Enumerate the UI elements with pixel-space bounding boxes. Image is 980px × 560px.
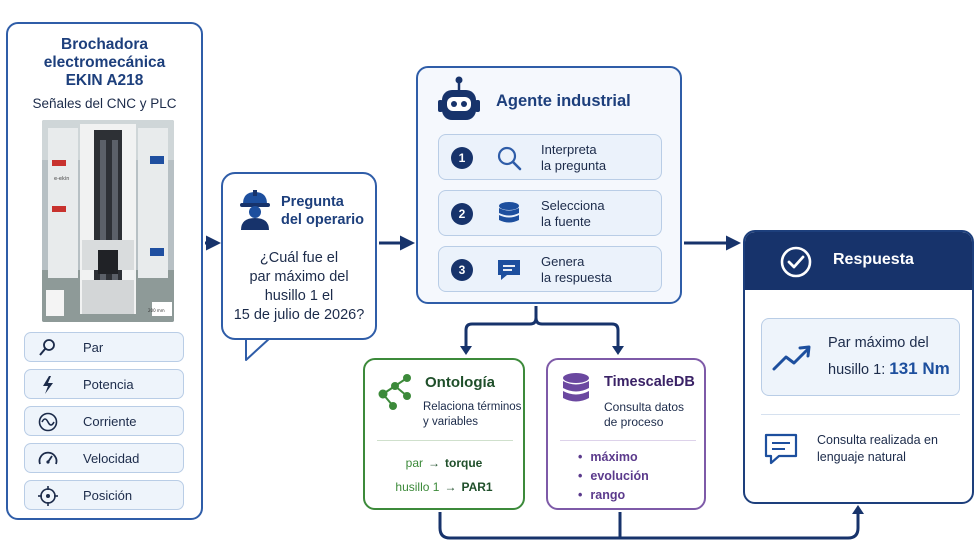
database-icon [563, 373, 589, 402]
speech-bubble-icon [764, 433, 798, 465]
step-number: 1 [451, 147, 473, 169]
question-card: Pregunta del operario ¿Cuál fue el par m… [221, 172, 377, 340]
divider [377, 440, 513, 441]
timescale-title: TimescaleDB [604, 374, 695, 390]
signal-par: Par [24, 332, 184, 362]
step-label: Selecciona la fuente [541, 198, 605, 229]
chat-icon [498, 260, 520, 280]
timescale-description: Consulta datos de proceso [604, 400, 685, 429]
answer-value: 131 Nm [889, 359, 950, 378]
step-label: Interpreta la pregunta [541, 142, 607, 173]
machine-subtitle: Señales del CNC y PLC [32, 96, 177, 111]
answer-note: Consulta realizada en lenguaje natural [817, 433, 938, 464]
graph-nodes-icon [378, 374, 411, 410]
answer-card: Respuesta Par máximo del husillo 1:131 N… [743, 230, 974, 504]
photo-scale: 200 mm [148, 308, 165, 313]
answer-header: Respuesta [745, 232, 972, 290]
machine-photo: e-ekin 200 mm [42, 120, 174, 322]
signal-potencia: Potencia [24, 369, 184, 399]
agent-step-3: 3 Genera la respuesta [438, 246, 662, 292]
mapping-row: husillo 1→PAR1 [395, 480, 493, 494]
step-label: Genera la respuesta [541, 254, 612, 285]
signal-velocidad: Velocidad [24, 443, 184, 473]
speedometer-icon [38, 451, 58, 465]
list-item: evolución [578, 469, 648, 483]
answer-title: Respuesta [833, 251, 914, 268]
check-circle-icon [780, 246, 812, 278]
question-text: ¿Cuál fue el par máximo del husillo 1 el… [233, 250, 365, 323]
mapping-row: par→torque [405, 456, 483, 470]
agent-title: Agente industrial [496, 92, 631, 110]
machine-card: Brochadora electromecánica EKIN A218 Señ… [6, 22, 203, 520]
crosshair-icon [38, 486, 58, 506]
signal-corriente: Corriente [24, 406, 184, 436]
answer-line: husillo 1:131 Nm [828, 359, 950, 378]
answer-line: Par máximo del [828, 335, 929, 351]
magnifier-icon [497, 146, 522, 171]
machine-title: Brochadora electromecánica EKIN A218 [43, 36, 166, 89]
agent-step-1: 1 Interpreta la pregunta [438, 134, 662, 180]
list-item: rango [578, 488, 625, 502]
question-title: Pregunta del operario [281, 194, 364, 228]
list-item: máximo [578, 450, 637, 464]
wrench-icon [39, 339, 55, 356]
photo-brand: e-ekin [54, 176, 69, 182]
ontology-card: Ontología Relaciona términos y variables… [363, 358, 525, 510]
ontology-description: Relaciona términos y variables [423, 401, 522, 428]
agent-card: Agente industrial 1 Interpreta la pregun… [416, 66, 682, 304]
arrow-sources-to-answer [438, 510, 860, 540]
trend-up-icon [772, 345, 811, 371]
robot-icon [438, 76, 480, 120]
timescale-card: TimescaleDB Consulta datos de proceso má… [546, 358, 706, 510]
agent-step-2: 2 Selecciona la fuente [438, 190, 662, 236]
sine-wave-icon [38, 412, 58, 432]
ontology-title: Ontología [425, 374, 495, 391]
answer-value-box: Par máximo del husillo 1:131 Nm [761, 318, 960, 396]
database-icon [499, 202, 519, 223]
divider [560, 440, 696, 441]
step-number: 3 [451, 259, 473, 281]
step-number: 2 [451, 203, 473, 225]
signal-posicion: Posición [24, 480, 184, 510]
lightning-icon [43, 376, 53, 394]
question-bubble-tail [245, 336, 271, 361]
arrow-agent-branches [464, 306, 620, 352]
worker-icon [240, 190, 270, 230]
divider [761, 414, 960, 415]
